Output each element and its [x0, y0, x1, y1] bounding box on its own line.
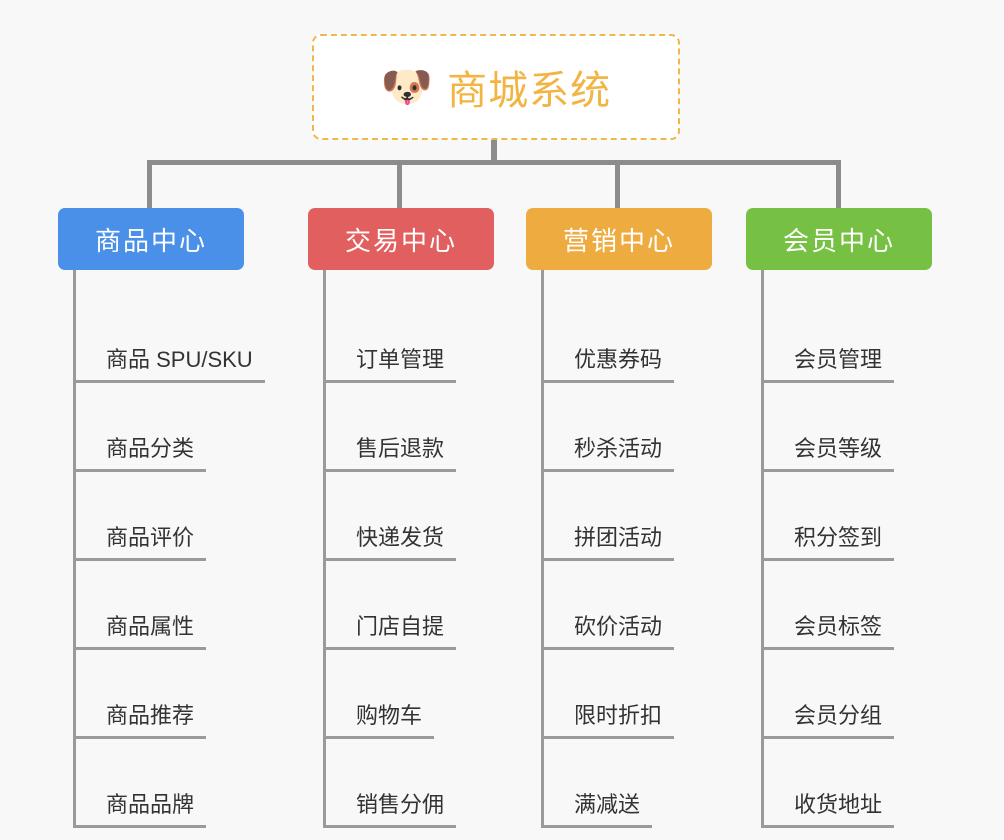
leaf-item[interactable]: 会员标签	[764, 561, 932, 650]
leaf-item[interactable]: 砍价活动	[544, 561, 712, 650]
category-header-trade[interactable]: 交易中心	[308, 208, 494, 270]
leaf-list-member: 会员管理 会员等级 积分签到 会员标签 会员分组 收货地址	[761, 270, 932, 828]
leaf-label: 商品属性	[76, 609, 207, 650]
leaf-item[interactable]: 订单管理	[326, 294, 494, 383]
branch-column-marketing: 营销中心 优惠券码 秒杀活动 拼团活动 砍价活动 限时折扣 满减送	[526, 208, 712, 828]
category-header-product[interactable]: 商品中心	[58, 208, 244, 270]
branch-column-member: 会员中心 会员管理 会员等级 积分签到 会员标签 会员分组 收货地址	[746, 208, 932, 828]
leaf-item[interactable]: 门店自提	[326, 561, 494, 650]
leaf-label: 积分签到	[764, 520, 895, 561]
leaf-label: 销售分佣	[326, 787, 457, 828]
leaf-label: 会员标签	[764, 609, 895, 650]
leaf-item[interactable]: 商品属性	[76, 561, 265, 650]
root-title: 商城系统	[447, 69, 612, 113]
leaf-item[interactable]: 拼团活动	[544, 472, 712, 561]
leaf-label: 快递发货	[326, 520, 457, 561]
leaf-label: 会员分组	[764, 698, 895, 739]
leaf-label: 限时折扣	[544, 698, 675, 739]
leaf-label: 商品品牌	[76, 787, 207, 828]
leaf-item[interactable]: 购物车	[326, 650, 494, 739]
leaf-label: 拼团活动	[544, 520, 675, 561]
leaf-label: 满减送	[544, 787, 653, 828]
leaf-item[interactable]: 商品推荐	[76, 650, 265, 739]
leaf-list-marketing: 优惠券码 秒杀活动 拼团活动 砍价活动 限时折扣 满减送	[541, 270, 712, 828]
leaf-label: 优惠券码	[544, 342, 675, 383]
connector-spine-bar	[147, 160, 841, 165]
connector-drop-3	[615, 160, 620, 210]
leaf-label: 售后退款	[326, 431, 457, 472]
leaf-item[interactable]: 商品品牌	[76, 739, 265, 828]
leaf-item[interactable]: 积分签到	[764, 472, 932, 561]
leaf-item[interactable]: 商品评价	[76, 472, 265, 561]
category-header-label: 营销中心	[562, 225, 675, 256]
leaf-item[interactable]: 会员分组	[764, 650, 932, 739]
leaf-label: 秒杀活动	[544, 431, 675, 472]
category-header-member[interactable]: 会员中心	[746, 208, 932, 270]
leaf-label: 商品 SPU/SKU	[76, 342, 265, 383]
leaf-item[interactable]: 秒杀活动	[544, 383, 712, 472]
leaf-label: 会员管理	[764, 342, 895, 383]
leaf-item[interactable]: 会员管理	[764, 294, 932, 383]
connector-drop-2	[397, 160, 402, 210]
leaf-label: 会员等级	[764, 431, 895, 472]
leaf-label: 购物车	[326, 698, 435, 739]
category-header-label: 商品中心	[94, 225, 207, 256]
root-node[interactable]: 🐶 商城系统	[312, 34, 680, 140]
leaf-label: 收货地址	[764, 787, 895, 828]
leaf-item[interactable]: 限时折扣	[544, 650, 712, 739]
leaf-item[interactable]: 售后退款	[326, 383, 494, 472]
leaf-item[interactable]: 销售分佣	[326, 739, 494, 828]
leaf-item[interactable]: 快递发货	[326, 472, 494, 561]
category-header-marketing[interactable]: 营销中心	[526, 208, 712, 270]
leaf-item[interactable]: 会员等级	[764, 383, 932, 472]
connector-drop-4	[836, 160, 841, 210]
connector-drop-1	[147, 160, 152, 210]
connector-root-stem	[491, 140, 497, 165]
leaf-item[interactable]: 收货地址	[764, 739, 932, 828]
leaf-item[interactable]: 商品 SPU/SKU	[76, 294, 265, 383]
branch-column-trade: 交易中心 订单管理 售后退款 快递发货 门店自提 购物车 销售分佣	[308, 208, 494, 828]
leaf-label: 商品推荐	[76, 698, 207, 739]
category-header-label: 交易中心	[344, 225, 457, 256]
leaf-item[interactable]: 优惠券码	[544, 294, 712, 383]
leaf-label: 砍价活动	[544, 609, 675, 650]
leaf-list-trade: 订单管理 售后退款 快递发货 门店自提 购物车 销售分佣	[323, 270, 494, 828]
leaf-item[interactable]: 商品分类	[76, 383, 265, 472]
leaf-label: 门店自提	[326, 609, 457, 650]
leaf-label: 商品分类	[76, 431, 207, 472]
category-header-label: 会员中心	[782, 225, 895, 256]
leaf-item[interactable]: 满减送	[544, 739, 712, 828]
leaf-list-product: 商品 SPU/SKU 商品分类 商品评价 商品属性 商品推荐 商品品牌	[73, 270, 265, 828]
leaf-label: 商品评价	[76, 520, 207, 561]
shiba-dog-face-icon: 🐶	[380, 63, 434, 110]
branch-column-product: 商品中心 商品 SPU/SKU 商品分类 商品评价 商品属性 商品推荐 商品品牌	[58, 208, 265, 828]
leaf-label: 订单管理	[326, 342, 457, 383]
